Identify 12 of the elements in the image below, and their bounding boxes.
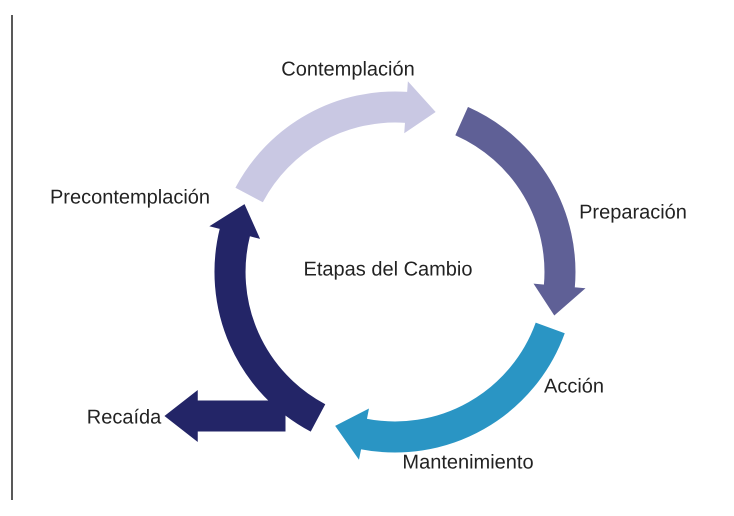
curved-arrow <box>335 322 565 459</box>
stage-label: Mantenimiento <box>402 452 534 474</box>
stage-label: Preparación <box>579 202 687 224</box>
block-arrow <box>164 390 286 442</box>
curved-arrow <box>236 82 436 202</box>
stage-label: Contemplación <box>281 58 415 82</box>
stage-label: Precontemplación <box>50 186 210 210</box>
curved-arrow <box>456 107 585 316</box>
stage-label: Recaída <box>86 406 162 430</box>
stage-label: Etapas del Cambio <box>304 258 472 282</box>
curved-arrow <box>210 204 326 432</box>
stage-label: Acción <box>544 376 604 398</box>
